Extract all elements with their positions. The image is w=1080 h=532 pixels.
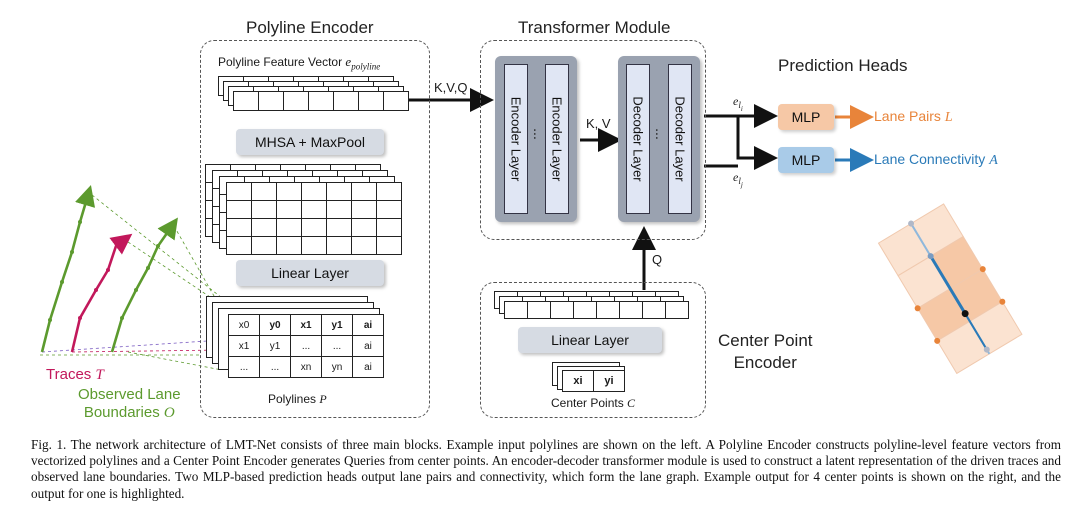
- table-row: x0 y0 x1 y1 ai: [228, 314, 384, 336]
- boundary-polyline-2: [110, 217, 178, 353]
- table-cell: x0: [228, 314, 260, 336]
- elj-label: elj: [733, 170, 743, 190]
- lane-pairs-label: Lane Pairs L: [874, 108, 953, 125]
- mlp-lane-connectivity: MLP: [778, 147, 834, 173]
- table-cell: xi: [562, 370, 594, 392]
- encoder-layer-n: Encoder Layer: [545, 64, 569, 214]
- polylines-table: x0 y0 x1 y1 ai x1 y1 ... ... ai ... ... …: [228, 314, 384, 378]
- kvq-label: K,V,Q: [434, 80, 468, 95]
- center-point-encoder-title: Center Point Encoder: [718, 331, 813, 372]
- lane-connectivity-label: Lane Connectivity A: [874, 151, 998, 168]
- decoder-dots: ...: [652, 128, 669, 140]
- table-cell: ai: [352, 356, 384, 378]
- traces-label: Traces T: [46, 366, 104, 383]
- table-cell: ai: [352, 335, 384, 357]
- mhsa-maxpool-block: MHSA + MaxPool: [236, 129, 384, 155]
- transformer-module-title: Transformer Module: [518, 18, 671, 37]
- feature-vector-row: [233, 91, 409, 111]
- kv-label: K, V: [586, 116, 611, 131]
- eli-label: eli: [733, 94, 743, 114]
- mlp-lane-pairs: MLP: [778, 104, 834, 130]
- table-cell: y1: [321, 314, 353, 336]
- table-cell: ...: [228, 356, 260, 378]
- table-row: ... ... xn yn ai: [228, 356, 384, 378]
- table-cell: y0: [259, 314, 291, 336]
- table-cell: ...: [259, 356, 291, 378]
- table-cell: x1: [290, 314, 322, 336]
- boundary-polyline-1: [40, 185, 96, 353]
- q-label: Q: [652, 252, 663, 267]
- prediction-heads-title: Prediction Heads: [778, 56, 908, 75]
- center-point-encoder-box: [480, 282, 706, 418]
- center-linear-layer-block: Linear Layer: [518, 327, 662, 353]
- figure-caption: Fig. 1. The network architecture of LMT-…: [31, 437, 1061, 501]
- table-cell: yn: [321, 356, 353, 378]
- polyline-encoder-title: Polyline Encoder: [246, 18, 374, 37]
- table-row: x1 y1 ... ... ai: [228, 335, 384, 357]
- encoder-layer-1: Encoder Layer: [504, 64, 528, 214]
- center-points-label: Center Points C: [551, 396, 636, 410]
- trace-polyline: [70, 233, 133, 353]
- decoder-layer-n: Decoder Layer: [668, 64, 692, 214]
- table-cell: xn: [290, 356, 322, 378]
- transformer-module-box: [480, 40, 706, 240]
- observed-boundaries-label: Observed Lane Boundaries O: [78, 386, 181, 421]
- polylines-label: Polylines P: [268, 392, 327, 406]
- table-cell: ...: [290, 335, 322, 357]
- table-cell: x1: [228, 335, 260, 357]
- table-cell: ai: [352, 314, 384, 336]
- table-cell: yi: [593, 370, 625, 392]
- polyline-encoder-box: [200, 40, 430, 418]
- encoder-dots: ...: [530, 128, 547, 140]
- table-cell: y1: [259, 335, 291, 357]
- feature-vector-label: Polyline Feature Vector epolyline: [218, 54, 381, 72]
- table-cell: ...: [321, 335, 353, 357]
- output-example-graphic: [877, 203, 1023, 375]
- decoder-layer-1: Decoder Layer: [626, 64, 650, 214]
- polyline-linear-layer-block: Linear Layer: [236, 260, 384, 286]
